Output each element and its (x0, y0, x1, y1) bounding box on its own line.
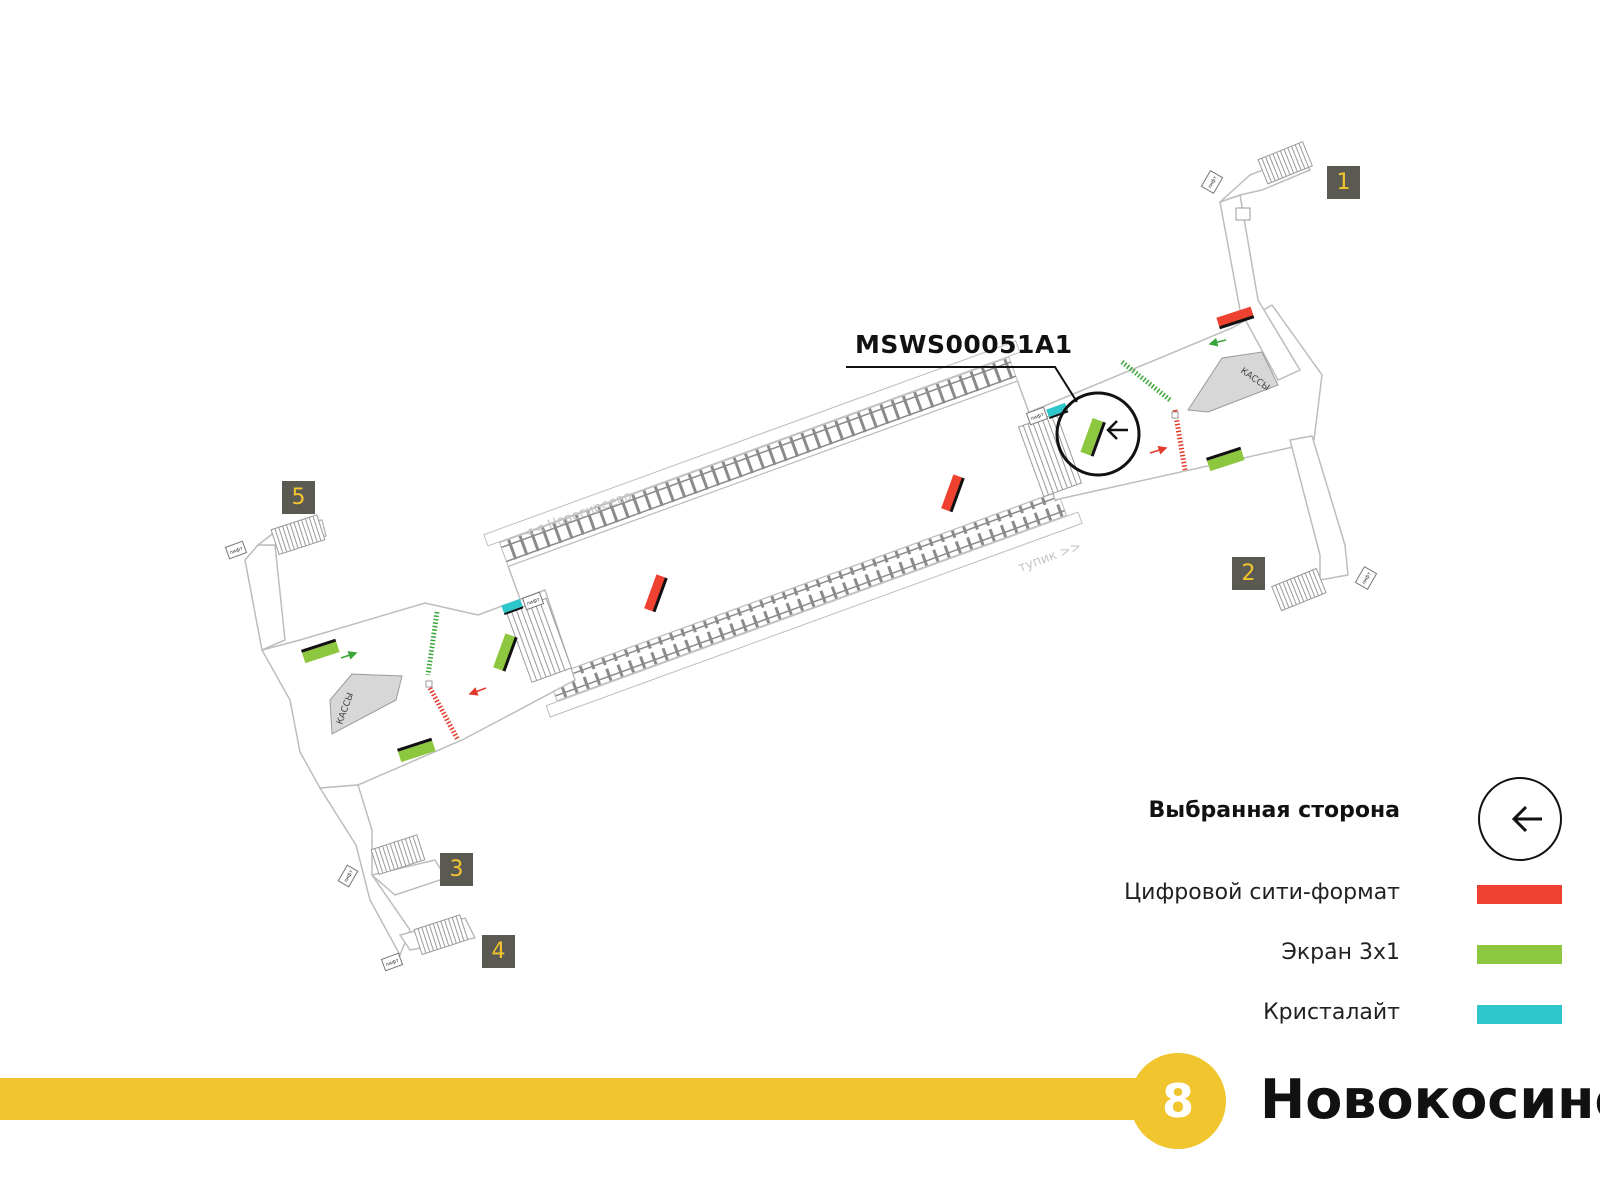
exit-4-badge: 4 (482, 935, 515, 968)
stairs-exit-3 (370, 834, 426, 876)
selected-carrier-marker[interactable] (1055, 391, 1141, 477)
carrier-city-format[interactable] (941, 474, 965, 513)
lift-icon-platform-left: лифт (521, 591, 545, 611)
carrier-city-format[interactable] (1216, 306, 1255, 330)
carrier-screen-3x1[interactable] (493, 633, 518, 672)
arrow-left-icon (1106, 420, 1128, 440)
exit-1-badge: 1 (1327, 166, 1360, 199)
exit-2-badge: 2 (1232, 557, 1265, 590)
legend-item-label: Кристалайт (1263, 1000, 1400, 1025)
ticket-office-left (329, 673, 403, 735)
lift-icon-exit-5: лифт (224, 540, 248, 560)
legend-item-label: Экран 3х1 (1281, 940, 1401, 965)
legend-swatch-crystalite (1477, 1005, 1562, 1024)
carrier-crystalite[interactable] (501, 598, 524, 616)
escalator-left (506, 597, 573, 683)
escalator-right (1017, 412, 1083, 498)
direction-label-lower: тупик >> (1016, 539, 1083, 576)
stairs-exit-2 (1271, 567, 1327, 612)
legend-selected-side-icon (1478, 777, 1562, 861)
lift-icon-exit-1: лифт (1200, 170, 1224, 194)
exit-3-badge: 3 (440, 853, 473, 886)
svg-text:лифт: лифт (1030, 412, 1045, 422)
carrier-screen-3x1[interactable] (301, 638, 340, 664)
stairs-exit-1 (1257, 141, 1313, 185)
stairs-exit-4 (413, 914, 469, 956)
track-upper (498, 356, 1019, 567)
legend-swatch-city-format (1477, 885, 1562, 904)
carrier-city-format[interactable] (644, 574, 668, 613)
station-name: Новокосино (1260, 1068, 1600, 1131)
carrier-screen-3x1[interactable] (1206, 446, 1245, 472)
metro-line-number-badge: 8 (1130, 1053, 1226, 1149)
svg-text:лифт: лифт (526, 597, 541, 607)
legend-selected-side-label: Выбранная сторона (1148, 798, 1400, 823)
lift-icon-exit-4: лифт (380, 952, 404, 972)
code-leader-line (846, 366, 1078, 403)
carrier-code-label: MSWS00051A1 (855, 330, 1073, 359)
metro-line-bar (0, 1078, 1150, 1120)
exit-5-badge: 5 (282, 481, 315, 514)
lift-icon-exit-3: лифт (337, 864, 359, 888)
lift-icon-exit-2: лифт (1354, 566, 1378, 590)
carrier-screen-3x1[interactable] (397, 737, 436, 763)
ticket-office-right (1187, 351, 1279, 413)
svg-text:лифт: лифт (385, 958, 400, 968)
lift-icon-platform-right: лифт (1025, 406, 1049, 426)
legend-item-label: Цифровой сити-формат (1124, 880, 1400, 905)
arrow-left-icon (1511, 805, 1542, 833)
svg-text:лифт: лифт (229, 546, 244, 556)
platform-group (483, 340, 1083, 718)
legend-swatch-screen-3x1 (1477, 945, 1562, 964)
stairs-exit-5 (270, 514, 326, 556)
